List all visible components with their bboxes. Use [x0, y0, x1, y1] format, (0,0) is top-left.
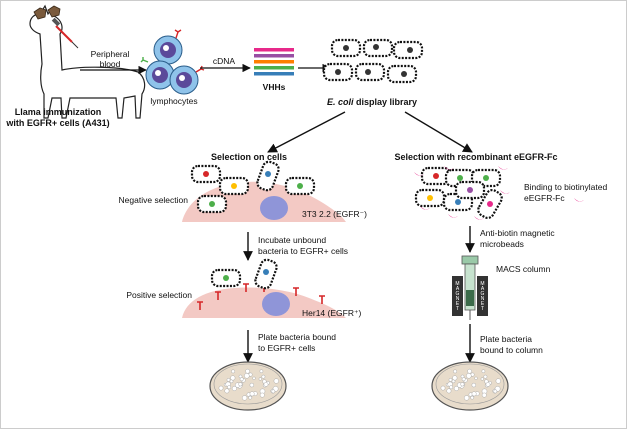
colony	[249, 391, 255, 397]
colony	[227, 385, 232, 390]
positive-cell-label: Her14 (EGFR⁺)	[302, 308, 361, 318]
peripheral-label-line1: Peripheral	[91, 49, 130, 59]
colony	[453, 369, 457, 374]
binding-label-line2: eEGFR-Fc	[524, 193, 565, 203]
colony	[493, 389, 498, 394]
colony	[231, 386, 237, 392]
colony	[249, 382, 255, 388]
colony	[481, 392, 487, 398]
llama-icon	[29, 4, 146, 119]
binding-label-line1: Binding to biotinylated	[524, 182, 607, 192]
positive-bacteria	[210, 257, 280, 291]
right-branch-title: Selection with recombinant eEGFR-Fc	[394, 152, 557, 162]
colony	[453, 386, 459, 392]
colony	[273, 378, 279, 384]
colony	[466, 373, 472, 379]
left-plate-label-line2: to EGFR+ cells	[258, 343, 315, 353]
colony	[467, 368, 472, 374]
llama-title-line2: with EGFR+ cells (A431)	[5, 118, 109, 128]
beads-label-line2: microbeads	[480, 239, 524, 249]
colony	[242, 395, 248, 401]
lymphocytes-label: lymphocytes	[150, 96, 197, 106]
colony	[464, 395, 470, 401]
vhhs-label: VHHs	[263, 82, 286, 92]
arrow-to-recombinant-selection	[404, 111, 473, 153]
negative-selection-label: Negative selection	[119, 195, 189, 205]
colony	[224, 388, 230, 394]
colony	[263, 382, 269, 387]
colony	[449, 385, 453, 390]
negative-cell-nucleus	[260, 196, 288, 220]
incubate-label-line1: Incubate unbound	[258, 235, 326, 245]
negative-bacteria	[190, 159, 316, 214]
colony	[252, 376, 256, 380]
colony	[452, 375, 458, 381]
left-branch-title: Selection on cells	[211, 152, 287, 162]
colony	[448, 378, 453, 382]
macs-column-icon	[461, 255, 479, 320]
lymphocytes-icon	[140, 29, 205, 95]
colony	[245, 368, 250, 374]
colony	[495, 378, 501, 384]
colony	[244, 373, 250, 379]
colony	[461, 377, 466, 382]
colony	[460, 382, 465, 387]
negative-cell-label: 3T3 2.2 (EGFR⁻)	[302, 209, 367, 219]
colony	[471, 382, 476, 388]
colony	[259, 392, 265, 398]
colony	[239, 377, 244, 382]
right-petri-dish	[431, 361, 509, 411]
eegfr-fc-ligands	[414, 166, 584, 220]
library-label-rest: display library	[353, 97, 417, 107]
cell-sample-icon	[33, 5, 61, 20]
positive-selection-label: Positive selection	[126, 290, 192, 300]
positive-cell-nucleus	[262, 292, 290, 316]
colony	[248, 395, 252, 400]
llama-title-line1: Llama immunization	[15, 107, 102, 117]
library-label-italic: E. coli	[327, 97, 354, 107]
syringe-icon	[51, 17, 79, 49]
incubate-label-line2: bacteria to EGFR+ cells	[258, 246, 348, 256]
colony	[480, 377, 484, 381]
left-plate-label-line1: Plate bacteria bound	[258, 332, 336, 342]
colony	[258, 377, 262, 381]
recombinant-bacteria-cluster	[414, 166, 506, 222]
colony	[474, 376, 478, 380]
cdna-label: cDNA	[213, 56, 236, 66]
colony	[259, 369, 264, 374]
vhh-gene-stripes	[254, 48, 294, 76]
colony	[226, 378, 231, 382]
colony	[440, 385, 446, 391]
colony	[446, 388, 452, 394]
right-plate-label-line2: bound to column	[480, 345, 543, 355]
peripheral-label-line2: blood	[100, 59, 121, 69]
colony	[485, 382, 491, 387]
right-plate-label-line1: Plate bacteria	[480, 334, 532, 344]
colony	[471, 391, 477, 397]
colony	[271, 389, 276, 394]
left-petri-dish	[209, 361, 287, 411]
colony	[261, 374, 266, 379]
ecoli-library-cluster	[322, 38, 424, 84]
colony	[470, 395, 475, 400]
library-label: E. coli display library	[327, 97, 417, 107]
colony	[238, 382, 243, 387]
colony	[218, 385, 224, 391]
colony	[230, 375, 236, 381]
arrow-to-cell-selection	[267, 111, 346, 153]
beads-label-line1: Anti-biotin magnetic	[480, 228, 555, 238]
colony	[481, 369, 486, 374]
colony	[483, 374, 488, 379]
macs-column-label: MACS column	[496, 264, 551, 274]
colony	[231, 369, 236, 374]
